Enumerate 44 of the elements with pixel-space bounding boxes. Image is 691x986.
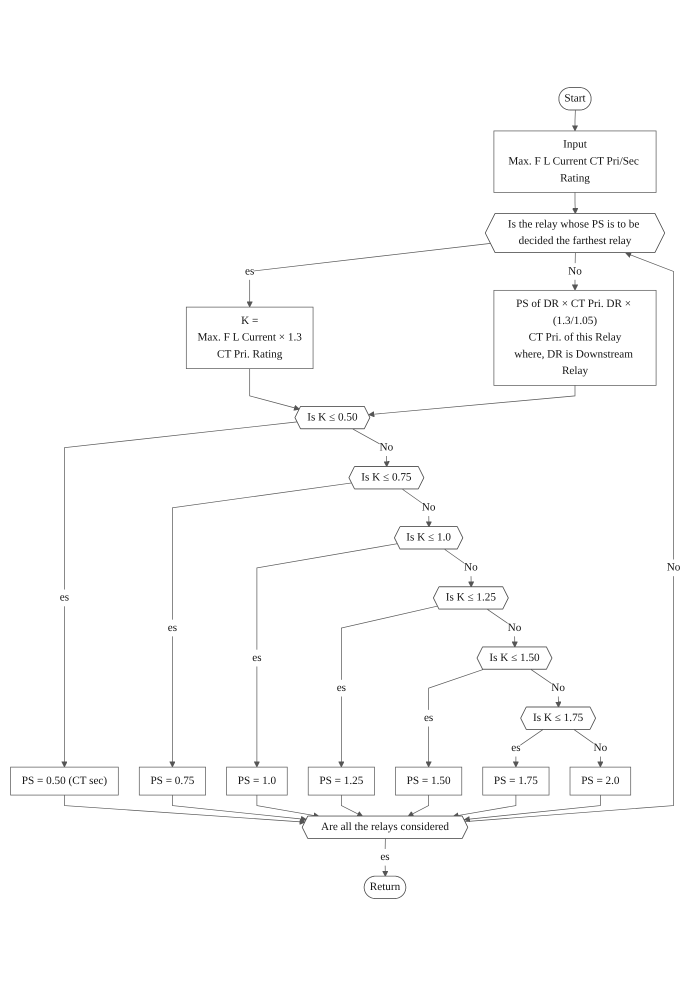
arrow [172,794,307,822]
edge-label: es [424,712,434,724]
arrow [169,482,352,768]
arrow [382,838,388,877]
node-box [570,766,632,796]
edge-label: No [380,441,394,454]
edge-label: No [508,622,522,634]
arrow [246,242,491,308]
edge-label: es [245,265,254,277]
node-box [138,766,206,796]
node-box [494,130,656,193]
arrow [64,794,306,825]
arrow [572,192,578,214]
edge-label: No [594,742,608,754]
arrow [572,110,578,132]
edge-label: No [666,562,680,574]
arrow [426,669,484,768]
edge-label: es [168,622,178,634]
arrow [254,543,398,768]
edge-label: es [511,742,521,754]
arrow [452,794,516,818]
node-box [10,766,119,796]
node-box [226,766,288,796]
node-box [186,306,314,369]
arrow [341,794,364,817]
edge-label: es [336,682,346,694]
edge-label: No [464,562,478,574]
node-box [308,766,375,796]
edge-label: es [60,592,70,604]
arrow [249,368,300,411]
node-box [494,290,656,386]
edge-label: es [380,850,390,863]
edge-label: No [551,682,565,694]
node-box [482,766,550,796]
arrow [512,729,544,768]
node-box [395,766,462,796]
edge-label: No [568,265,582,277]
arrow [61,421,298,768]
arrow [338,606,438,768]
arrow [368,384,576,418]
arrow [408,794,429,817]
arrow [464,794,601,822]
edge-label: es [252,652,262,664]
edge-label: No [422,501,436,514]
